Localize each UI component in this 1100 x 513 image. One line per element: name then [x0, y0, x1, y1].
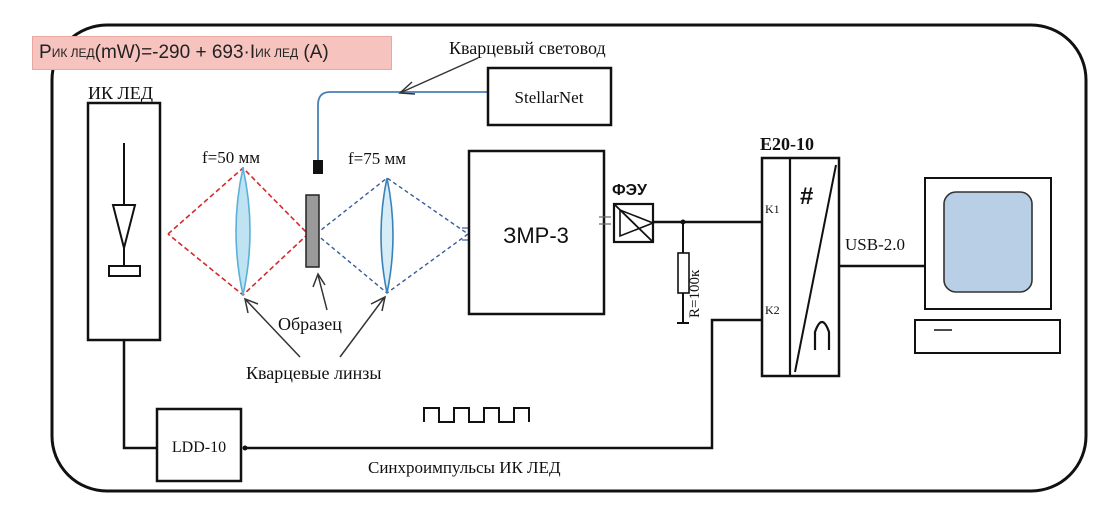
adc-hash-label: #	[800, 183, 813, 210]
lens-75mm	[380, 177, 394, 294]
driver-label: LDD-10	[172, 439, 226, 456]
monitor-screen	[943, 191, 1033, 293]
pulse-train-icon	[423, 407, 530, 423]
pmt-icon	[619, 208, 656, 238]
focal-75-label: f=75 мм	[348, 149, 406, 168]
pmt-label: ФЭУ	[612, 182, 648, 199]
sync-label: Синхроимпульсы ИК ЛЕД	[368, 458, 561, 477]
adc-label: E20-10	[760, 134, 814, 154]
ir-led-label: ИК ЛЕД	[88, 83, 153, 103]
formula-body: (mW)=-290 + 693·I	[94, 42, 256, 63]
monochromator-box	[467, 149, 606, 316]
formula-p-subscript: ИК ЛЕД	[51, 46, 95, 60]
adc-k1-label: K1	[765, 202, 780, 216]
quartz-fiber-label: Кварцевый световод	[449, 38, 606, 58]
monochromator-label: ЗМР-3	[503, 223, 569, 248]
stellarnet-box	[486, 66, 613, 127]
adc-arc-icon	[813, 320, 831, 350]
usb-label: USB-2.0	[845, 235, 905, 254]
setup-frame	[50, 23, 1088, 493]
led-base	[108, 265, 141, 277]
formula-p-symbol: P	[39, 42, 52, 63]
formula-i-units: (A)	[303, 42, 329, 63]
driver-box	[155, 407, 243, 483]
lens-50mm	[235, 167, 251, 296]
sample-label: Образец	[278, 314, 342, 334]
quartz-lenses-label: Кварцевые линзы	[246, 363, 381, 383]
stellarnet-label: StellarNet	[515, 88, 584, 107]
focal-50-label: f=50 мм	[202, 148, 260, 167]
monitor-base	[914, 319, 1061, 354]
sync-wire	[245, 318, 762, 450]
fiber-tip	[313, 160, 323, 174]
led-diode-icon	[111, 204, 137, 249]
formula-i-subscript: ИК ЛЕД	[255, 46, 299, 60]
sample-plate	[305, 194, 320, 268]
quartz-fiber	[317, 91, 488, 160]
led-driver-wire	[122, 340, 157, 450]
resistor-label: R=100к	[687, 269, 703, 318]
adc-k2-label: K2	[765, 303, 780, 317]
